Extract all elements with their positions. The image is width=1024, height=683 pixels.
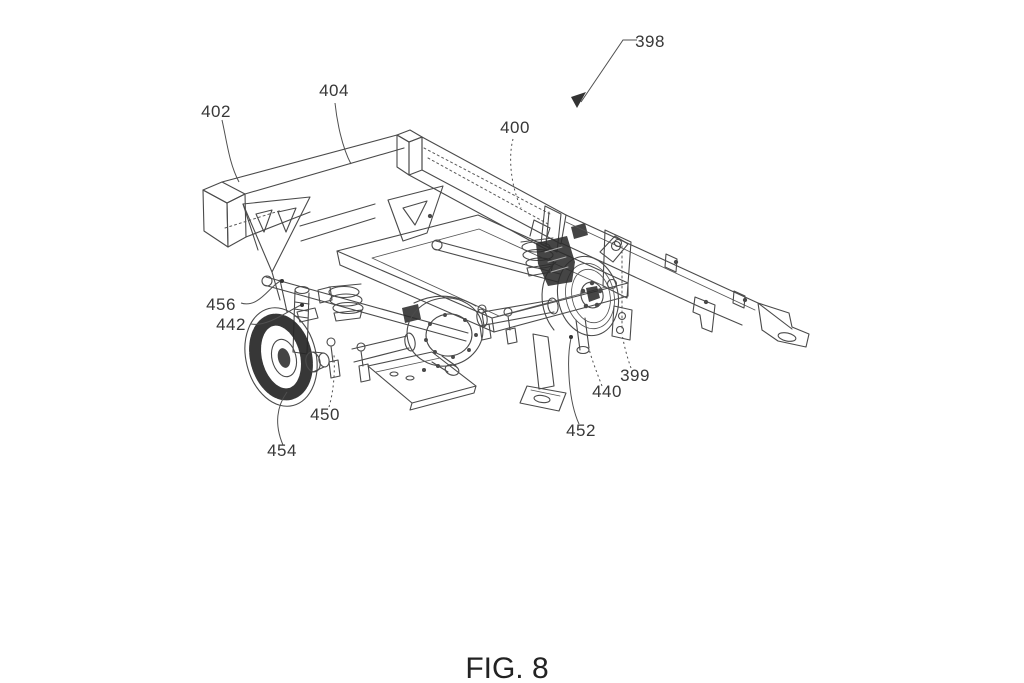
ref-label-399: 399 (620, 366, 650, 385)
leader-454 (277, 391, 288, 446)
leader-442 (250, 304, 302, 325)
leader-440 (588, 348, 603, 387)
ref-label-442: 442 (216, 315, 246, 334)
reference-labels: 398 402 404 400 456 442 450 454 452 440 … (201, 32, 665, 460)
leader-402 (221, 119, 240, 183)
ref-label-450: 450 (310, 405, 340, 424)
ref-label-454: 454 (267, 441, 297, 460)
leader-lines (221, 39, 637, 446)
leader-398 (580, 39, 637, 103)
ref-label-440: 440 (592, 382, 622, 401)
left-brake-drum (244, 307, 330, 407)
axle-assembly (351, 295, 559, 411)
ref-label-402: 402 (201, 102, 231, 121)
right-brake-disc (536, 235, 633, 341)
ref-label-452: 452 (566, 421, 596, 440)
ref-label-404: 404 (319, 81, 349, 100)
ref-label-456: 456 (206, 295, 236, 314)
leader-452 (568, 337, 580, 425)
figure-caption: FIG. 8 (465, 652, 548, 683)
suspension-assembly (261, 219, 590, 412)
leader-450 (328, 354, 335, 408)
arrowhead-398 (571, 92, 586, 108)
leader-400 (510, 138, 522, 209)
ref-label-400: 400 (500, 118, 530, 137)
frame-assembly (202, 129, 810, 348)
ref-label-398: 398 (635, 32, 665, 51)
leader-404 (334, 102, 352, 165)
leader-456 (240, 280, 282, 305)
